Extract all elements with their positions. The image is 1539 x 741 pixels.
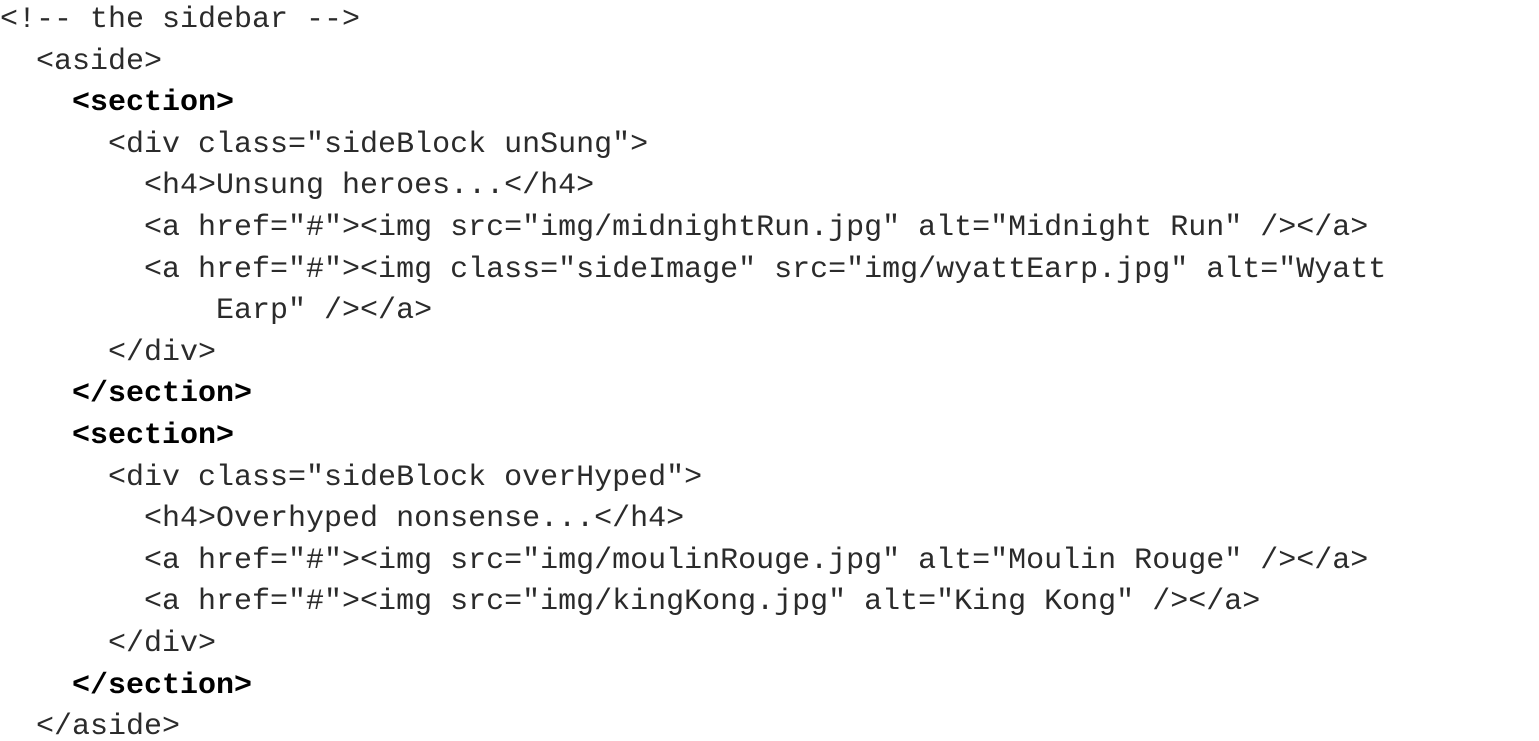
- code-line-section-close-2: </section>: [0, 668, 253, 703]
- code-line-section-open-1: <section>: [0, 86, 235, 121]
- code-line-comment: <!-- the sidebar -->: [0, 3, 361, 37]
- code-line-link-wyatt-earp-continued: Earp" /></a>: [0, 294, 433, 329]
- code-line-section-close-1: </section>: [0, 377, 253, 412]
- code-line-link-moulin-rouge: <a href="#"><img src="img/moulinRouge.jp…: [0, 543, 1369, 578]
- code-line-aside-close: </aside>: [0, 710, 181, 741]
- code-line-link-king-kong: <a href="#"><img src="img/kingKong.jpg" …: [0, 585, 1261, 620]
- code-line-link-wyatt-earp: <a href="#"><img class="sideImage" src="…: [0, 252, 1387, 287]
- code-line-h4-overhyped: <h4>Overhyped nonsense...</h4>: [0, 502, 685, 537]
- code-line-link-midnight-run: <a href="#"><img src="img/midnightRun.jp…: [0, 210, 1369, 245]
- code-line-aside-open: <aside>: [0, 44, 163, 79]
- code-line-div-unsung-open: <div class="sideBlock unSung">: [0, 127, 649, 162]
- code-line-section-open-2: <section>: [0, 418, 235, 453]
- code-line-div-unsung-close: </div>: [0, 335, 217, 370]
- code-line-h4-unsung: <h4>Unsung heroes...</h4>: [0, 169, 595, 204]
- code-line-div-overhyped-open: <div class="sideBlock overHyped">: [0, 460, 703, 495]
- code-line-div-overhyped-close: </div>: [0, 626, 217, 661]
